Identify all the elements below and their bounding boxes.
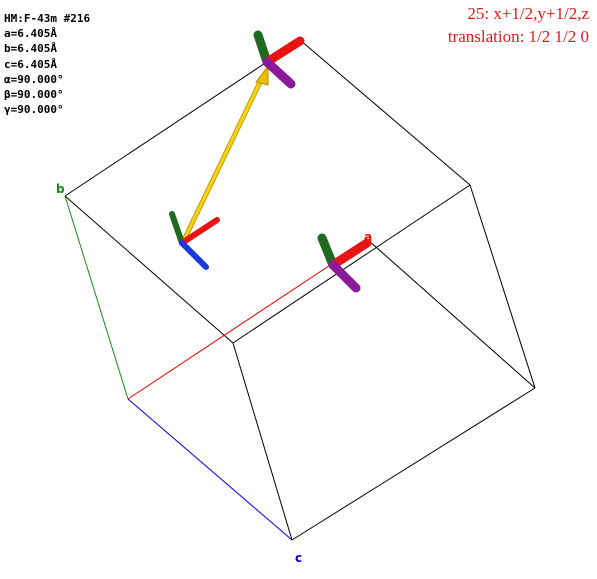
- cell-edge: [299, 39, 471, 186]
- cell-edge: [291, 387, 536, 541]
- unit-cell: [64, 39, 536, 541]
- b-axis-label: b: [56, 182, 65, 196]
- frame-z-axis: [328, 260, 361, 293]
- frame-y-axis: [169, 211, 185, 246]
- xyz-frame-icon: [169, 211, 220, 270]
- cell-edge: [64, 195, 234, 344]
- cell-alpha-angle: α=90.000°: [4, 72, 64, 86]
- cell-c-length: c=6.405Å: [4, 57, 57, 71]
- frame-z-axis: [262, 57, 296, 89]
- frame-x-axis: [179, 217, 220, 246]
- cell-gamma-angle: γ=90.000°: [4, 103, 64, 117]
- xyz-frame-icon: [253, 30, 305, 89]
- cell-edge: [64, 39, 301, 197]
- a-axis-line: [127, 239, 369, 400]
- symmetry-operation-label: 25: x+1/2,y+1/2,z: [467, 4, 589, 23]
- a-axis-label: a: [364, 230, 372, 244]
- cell-edge: [232, 184, 471, 344]
- cell-edge: [469, 184, 536, 389]
- space-group-label: HM:F-43m #216: [4, 12, 91, 25]
- translation-arrow: [181, 64, 269, 243]
- cell-beta-angle: β=90.000°: [4, 88, 64, 102]
- frame-x-axis: [262, 36, 305, 67]
- translation-label: translation: 1/2 1/2 0: [447, 27, 589, 46]
- c-axis-label: c: [295, 551, 302, 565]
- cell-edge: [367, 239, 536, 389]
- cell-parameters: HM:F-43m #216 a=6.405Å b=6.405Å c=6.405Å…: [4, 11, 90, 117]
- frame-y-axis: [253, 30, 272, 67]
- cell-edge: [232, 342, 293, 541]
- xyz-frame-icon: [317, 233, 372, 293]
- frame-z-axis: [179, 240, 209, 270]
- symmetry-operation-info: 25: x+1/2,y+1/2,z translation: 1/2 1/2 0: [448, 2, 589, 48]
- cell-b-length: b=6.405Å: [4, 42, 57, 56]
- frame-y-axis: [317, 233, 338, 270]
- cell-a-length: a=6.405Å: [4, 27, 57, 41]
- frame-x-axis: [328, 238, 372, 270]
- b-axis-line: [64, 195, 129, 400]
- c-axis-line: [127, 398, 293, 541]
